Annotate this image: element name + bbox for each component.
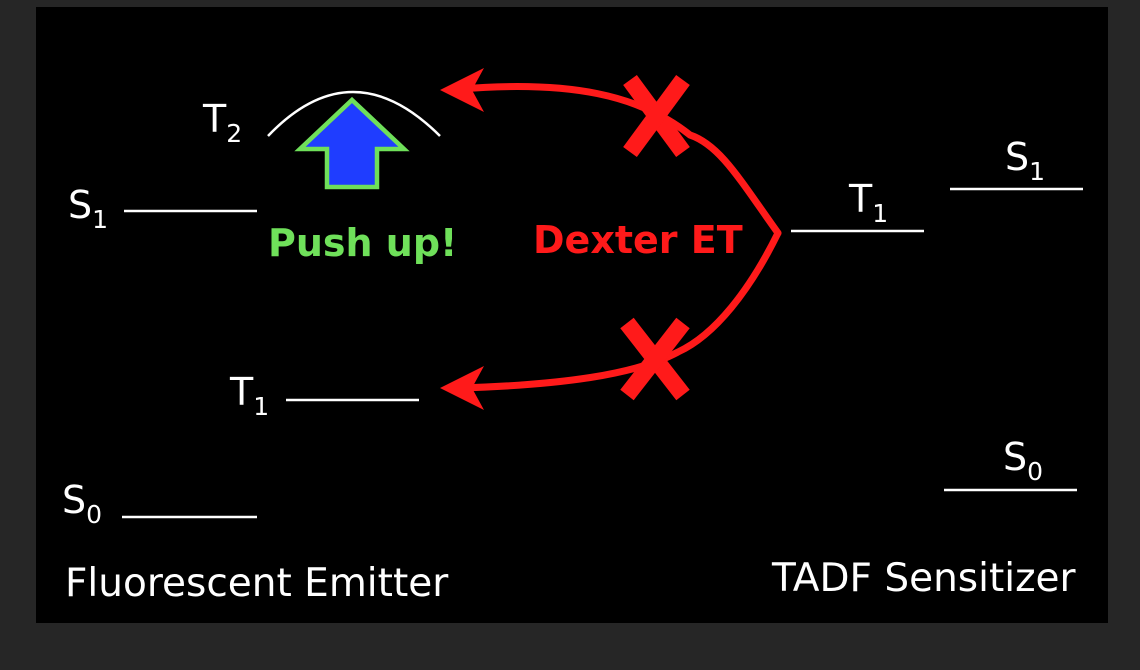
dexter-arrowhead-upper: [440, 68, 484, 112]
sensitizer-caption: TADF Sensitizer: [771, 556, 1077, 601]
dexter-arrow-upper: [456, 82, 782, 237]
dexter-arrowhead-lower: [440, 366, 484, 410]
x-mark-icon: [623, 74, 690, 158]
push-up-label: Push up!: [268, 221, 457, 265]
emitter-s0-label: S0: [62, 478, 102, 529]
up-arrow-icon: [294, 96, 410, 190]
emitter-t2-band: [267, 90, 441, 137]
x-mark-icon: [620, 317, 690, 401]
emitter-t1-label: T1: [229, 370, 269, 421]
emitter-t2-label: T2: [202, 97, 242, 148]
diagram-panel: [36, 7, 1108, 623]
emitter-s1-label: S1: [68, 183, 108, 234]
sensitizer-s0-label: S0: [1003, 435, 1043, 486]
sensitizer-s1-label: S1: [1005, 135, 1045, 186]
dexter-arrow-lower: [456, 229, 782, 392]
sensitizer-t1-label: T1: [848, 177, 888, 228]
dexter-et-label: Dexter ET: [533, 218, 743, 262]
dexter-arrows: [456, 82, 782, 392]
emitter-caption: Fluorescent Emitter: [65, 561, 449, 606]
